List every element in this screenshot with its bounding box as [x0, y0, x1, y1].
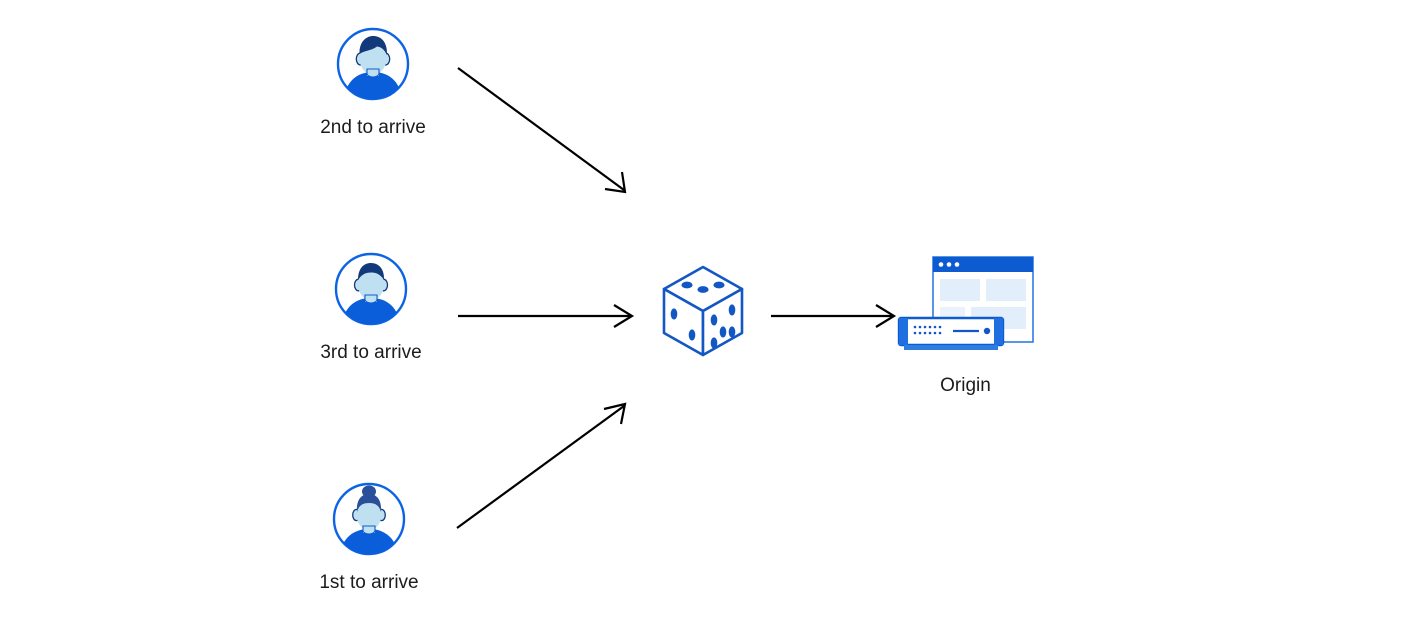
origin-server-icon [897, 256, 1034, 350]
randomizer-node [655, 262, 750, 362]
arrow-3rd-to-dice [458, 304, 635, 328]
arrow-1st-to-dice [456, 402, 627, 529]
user-avatar-icon [336, 27, 410, 101]
client-label-2nd: 2nd to arrive [320, 117, 426, 138]
origin-label: Origin [940, 375, 991, 396]
dice-icon [662, 265, 743, 357]
client-label-3rd: 3rd to arrive [320, 342, 422, 363]
client-node-3rd: 3rd to arrive [291, 250, 451, 365]
arrow-2nd-to-dice [457, 67, 627, 194]
server-device-icon [897, 316, 1005, 350]
origin-node: Origin [893, 252, 1038, 398]
user-avatar-icon [334, 252, 408, 326]
client-node-1st: 1st to arrive [289, 480, 449, 595]
client-label-1st: 1st to arrive [319, 572, 419, 593]
user-avatar-icon [332, 482, 406, 556]
arrow-dice-to-origin [771, 304, 897, 328]
client-node-2nd: 2nd to arrive [293, 25, 453, 140]
